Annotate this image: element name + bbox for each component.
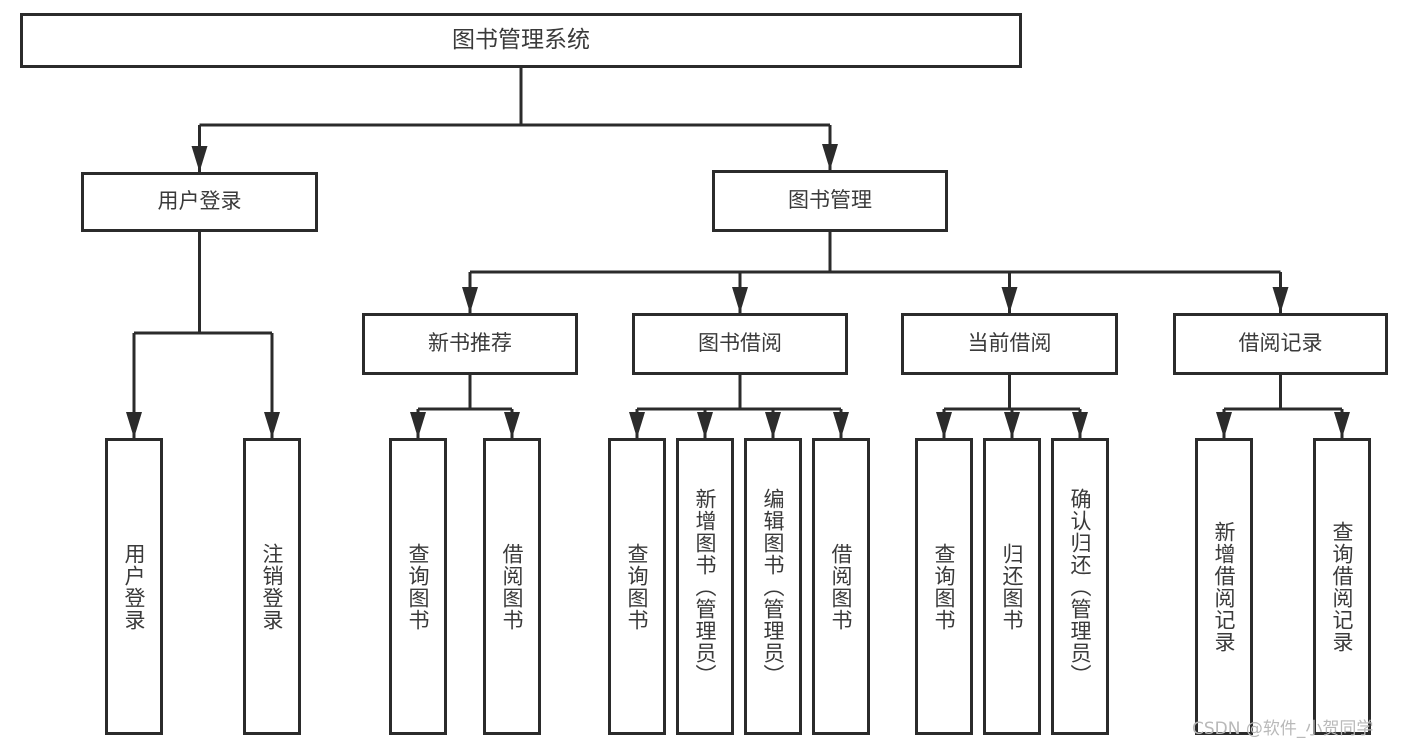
arrow-head-icon (936, 412, 952, 438)
node-box-l-query-book-2[interactable] (608, 438, 666, 735)
arrow-head-icon (833, 412, 849, 438)
arrow-head-icon (504, 412, 520, 438)
arrow-head-icon (1001, 287, 1018, 313)
node-box-n-book-borrow[interactable] (632, 313, 848, 375)
arrow-head-icon (410, 412, 426, 438)
arrow-head-icon (1216, 412, 1232, 438)
node-box-n-borrow-record[interactable] (1173, 313, 1388, 375)
node-box-n-current-borrow[interactable] (901, 313, 1118, 375)
edges-layer (126, 68, 1350, 438)
arrow-head-icon (191, 146, 208, 172)
arrow-head-icon (765, 412, 781, 438)
arrow-head-icon (822, 144, 838, 170)
node-box-n-new-book-rec[interactable] (362, 313, 578, 375)
arrow-head-icon (1272, 287, 1289, 313)
node-box-n-user-login[interactable] (81, 172, 318, 232)
arrow-head-icon (629, 412, 645, 438)
node-box-l-query-book-1[interactable] (389, 438, 447, 735)
arrow-head-icon (1004, 412, 1020, 438)
node-box-l-add-book[interactable] (676, 438, 734, 735)
arrow-head-icon (462, 287, 478, 313)
node-box-l-edit-book[interactable] (744, 438, 802, 735)
node-box-l-borrow-book-2[interactable] (812, 438, 870, 735)
node-box-l-return-book[interactable] (983, 438, 1041, 735)
node-box-l-borrow-book-1[interactable] (483, 438, 541, 735)
node-box-n-book-mgmt[interactable] (712, 170, 948, 232)
node-box-l-confirm-return[interactable] (1051, 438, 1109, 735)
node-box-l-user-login[interactable] (105, 438, 163, 735)
arrow-head-icon (732, 287, 748, 313)
node-box-l-query-record[interactable] (1313, 438, 1371, 735)
node-box-root[interactable] (20, 13, 1022, 68)
arrow-head-icon (1334, 412, 1350, 438)
boxes-layer (20, 13, 1388, 735)
node-box-l-logout[interactable] (243, 438, 301, 735)
arrow-head-icon (264, 412, 280, 438)
node-box-l-add-record[interactable] (1195, 438, 1253, 735)
node-box-l-query-book-3[interactable] (915, 438, 973, 735)
arrow-head-icon (126, 412, 142, 438)
arrow-head-icon (1072, 412, 1088, 438)
arrow-head-icon (697, 412, 713, 438)
csdn-watermark: CSDN @软件_小贺同学 (1192, 719, 1374, 739)
